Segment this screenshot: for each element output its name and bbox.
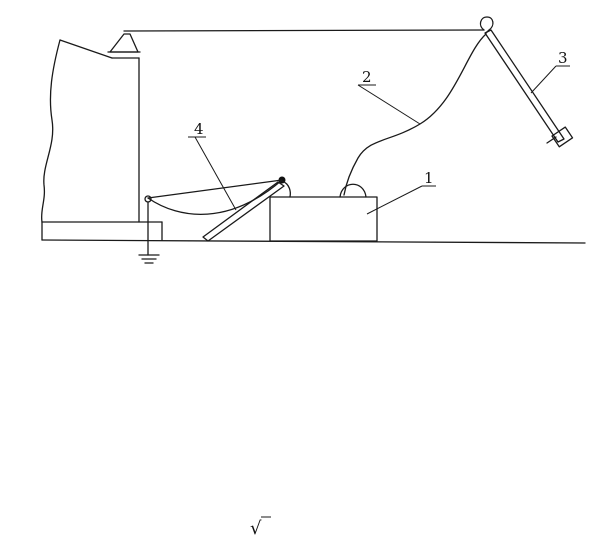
- flexible-cable-2: [343, 33, 487, 196]
- leader-2: [357, 84, 421, 125]
- label-1: 1: [424, 169, 434, 187]
- insulated-rod-3: [484, 29, 574, 148]
- leader-3: [530, 65, 557, 94]
- label-2: 2: [362, 68, 372, 86]
- equipment-cabinet: [40, 39, 163, 241]
- ground-symbol-icon: [138, 254, 160, 264]
- leader-4: [194, 136, 237, 211]
- label-4: 4: [194, 120, 204, 138]
- radical-symbol: √: [250, 518, 262, 537]
- box-1: [269, 183, 378, 242]
- top-clamp: [107, 33, 141, 53]
- grounding-rod-4: [144, 176, 291, 256]
- label-3: 3: [558, 49, 568, 67]
- overhead-wire: [123, 29, 485, 32]
- leader-1: [366, 185, 423, 215]
- hook-icon: [479, 16, 494, 34]
